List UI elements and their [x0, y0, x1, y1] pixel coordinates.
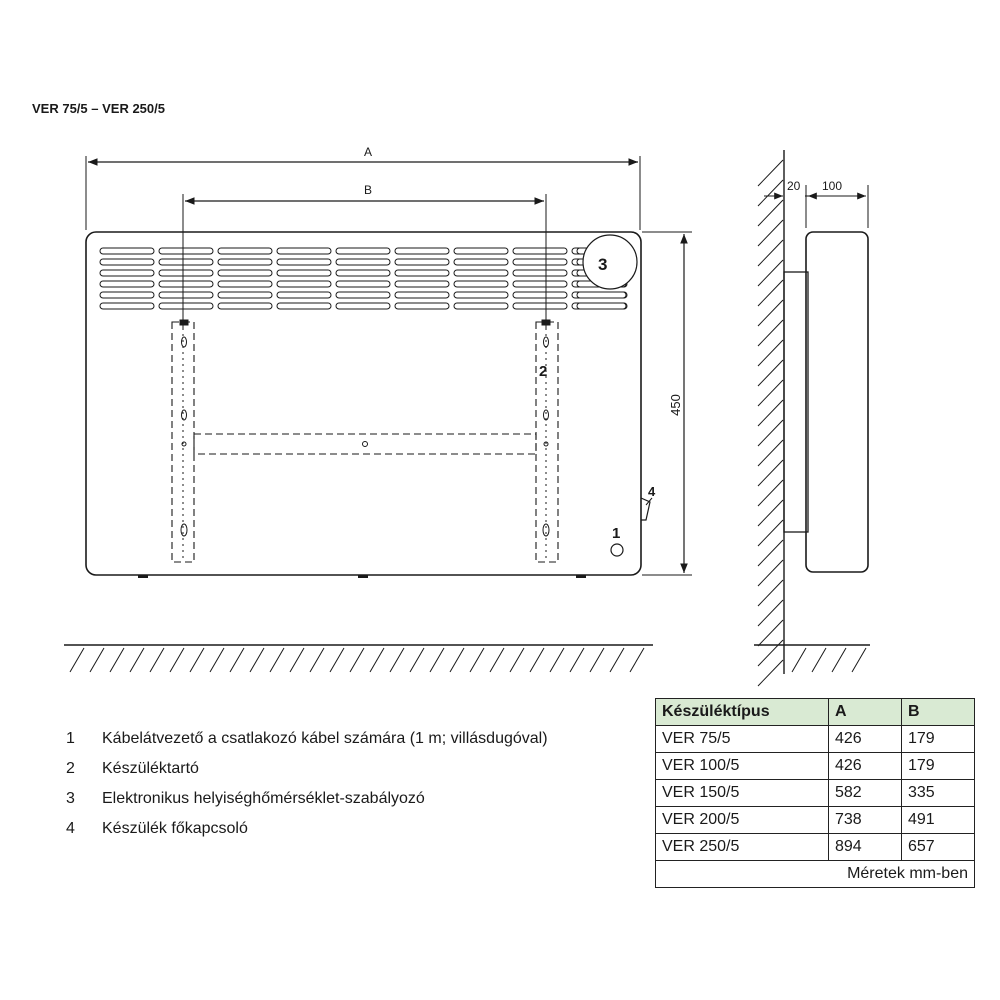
table-header: A [828, 698, 902, 726]
heater-grille [99, 247, 628, 310]
table-cell: 179 [901, 725, 975, 753]
table-cell: VER 150/5 [655, 779, 829, 807]
floor-hatching [64, 644, 653, 673]
callout-1: 1 [612, 525, 620, 542]
table-cell: 426 [828, 752, 902, 780]
thermostat-knob [582, 234, 638, 290]
dimension-a-label: A [364, 145, 372, 159]
legend-item: 4 Készülék főkapcsoló [66, 814, 548, 844]
heater-front-view: 3 2 1 4 [85, 231, 656, 578]
legend-number: 1 [66, 730, 75, 747]
table-header: B [901, 698, 975, 726]
table-cell: VER 100/5 [655, 752, 829, 780]
table-cell: 426 [828, 725, 902, 753]
legend-text: Kábelátvezető a csatlakozó kábel számára… [102, 730, 548, 747]
legend-text: Készüléktartó [102, 760, 199, 777]
table-cell: 738 [828, 806, 902, 834]
table-header-row: Készüléktípus A B [655, 698, 975, 726]
legend-item: 1 Kábelátvezető a csatlakozó kábel számá… [66, 724, 548, 754]
table-cell: 582 [828, 779, 902, 807]
table-cell: VER 250/5 [655, 833, 829, 861]
table-row: VER 75/5 426 179 [655, 725, 975, 753]
table-cell: 179 [901, 752, 975, 780]
heater-body-side [805, 231, 869, 573]
page-title: VER 75/5 – VER 250/5 [32, 101, 165, 116]
legend-number: 2 [66, 760, 75, 777]
dimension-wall-gap-label: 20 [787, 179, 801, 193]
dimension-height-label: 450 [668, 394, 683, 416]
table-row: VER 100/5 426 179 [655, 752, 975, 780]
legend-text: Elektronikus helyiséghőmérséklet-szabály… [102, 790, 425, 807]
table-note-row: Méretek mm-ben [655, 860, 975, 888]
dimension-depth-label: 100 [822, 179, 842, 193]
dimension-b: B [182, 183, 547, 330]
legend-item: 3 Elektronikus helyiséghőmérséklet-szabá… [66, 784, 548, 814]
table-cell: 335 [901, 779, 975, 807]
table-cell: 491 [901, 806, 975, 834]
table-header: Készüléktípus [655, 698, 829, 726]
table-row: VER 150/5 582 335 [655, 779, 975, 807]
heater-side-view: 20 100 [754, 150, 870, 687]
table-cell: VER 200/5 [655, 806, 829, 834]
callout-3: 3 [598, 255, 607, 274]
legend-text: Készülék főkapcsoló [102, 820, 248, 837]
main-switch [640, 497, 651, 521]
legend: 1 Kábelátvezető a csatlakozó kábel számá… [66, 724, 548, 844]
cable-outlet [610, 543, 624, 557]
table-row: VER 200/5 738 491 [655, 806, 975, 834]
units-note: Méretek mm-ben [655, 860, 975, 888]
callout-4: 4 [648, 484, 656, 499]
table-cell: 657 [901, 833, 975, 861]
callout-2: 2 [539, 363, 547, 380]
dimensions-table: Készüléktípus A B VER 75/5 426 179 VER 1… [655, 698, 975, 888]
table-row: VER 250/5 894 657 [655, 833, 975, 861]
legend-number: 4 [66, 820, 75, 837]
dimension-height: 450 [642, 231, 692, 576]
table-cell: 894 [828, 833, 902, 861]
legend-item: 2 Készüléktartó [66, 754, 548, 784]
dimension-b-label: B [364, 183, 372, 197]
wall-bracket-side [783, 271, 809, 533]
dimension-a: A [85, 145, 641, 230]
legend-number: 3 [66, 790, 75, 807]
table-cell: VER 75/5 [655, 725, 829, 753]
